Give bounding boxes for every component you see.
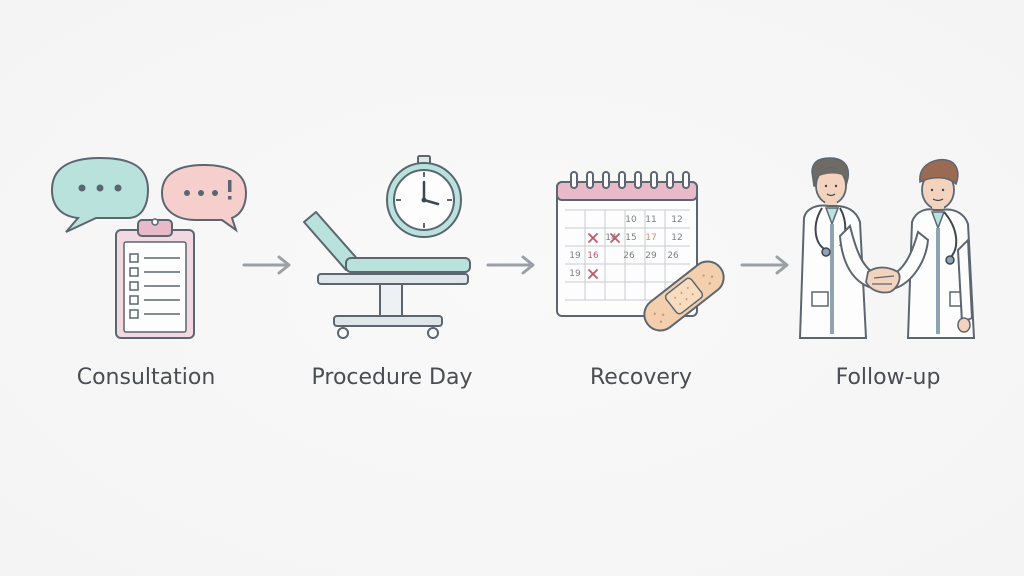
calendar-day: 26 xyxy=(667,251,679,261)
clipboard-icon xyxy=(115,218,195,339)
step-label-procedure-day: Procedure Day xyxy=(311,365,473,390)
calendar-day: 16 xyxy=(587,251,599,261)
calendar-day: 10 xyxy=(625,215,637,225)
arrow-right-icon xyxy=(486,255,535,275)
arrow-right-icon xyxy=(242,255,291,275)
calendar-day: 26 xyxy=(623,251,635,261)
step-label-recovery: Recovery xyxy=(589,365,693,390)
calendar-day: 29 xyxy=(645,251,657,261)
doctor-left-icon xyxy=(798,157,880,339)
step-label-follow-up: Follow-up xyxy=(835,365,941,390)
bandage-icon xyxy=(643,260,725,332)
procedure-bed-icon xyxy=(303,211,471,339)
calendar-day: 11 xyxy=(645,215,656,225)
calendar-icon xyxy=(556,171,698,317)
speech-bubble-left-icon xyxy=(50,156,150,233)
step-label-consultation: Consultation xyxy=(76,365,216,390)
calendar-day: 17 xyxy=(645,233,656,243)
doctor-right-icon xyxy=(888,158,976,339)
calendar-day: 14 xyxy=(605,233,617,243)
calendar-day: 15 xyxy=(625,233,636,243)
handshake-icon xyxy=(865,266,901,294)
arrow-right-icon xyxy=(740,255,789,275)
stopwatch-icon xyxy=(386,155,462,238)
speech-bubble-right-icon xyxy=(160,163,248,233)
calendar-day: 12 xyxy=(671,233,682,243)
calendar-day: 19 xyxy=(569,251,581,261)
calendar-x-marks xyxy=(588,233,620,279)
calendar-day: 12 xyxy=(671,215,682,225)
calendar-day: 19 xyxy=(569,269,581,279)
